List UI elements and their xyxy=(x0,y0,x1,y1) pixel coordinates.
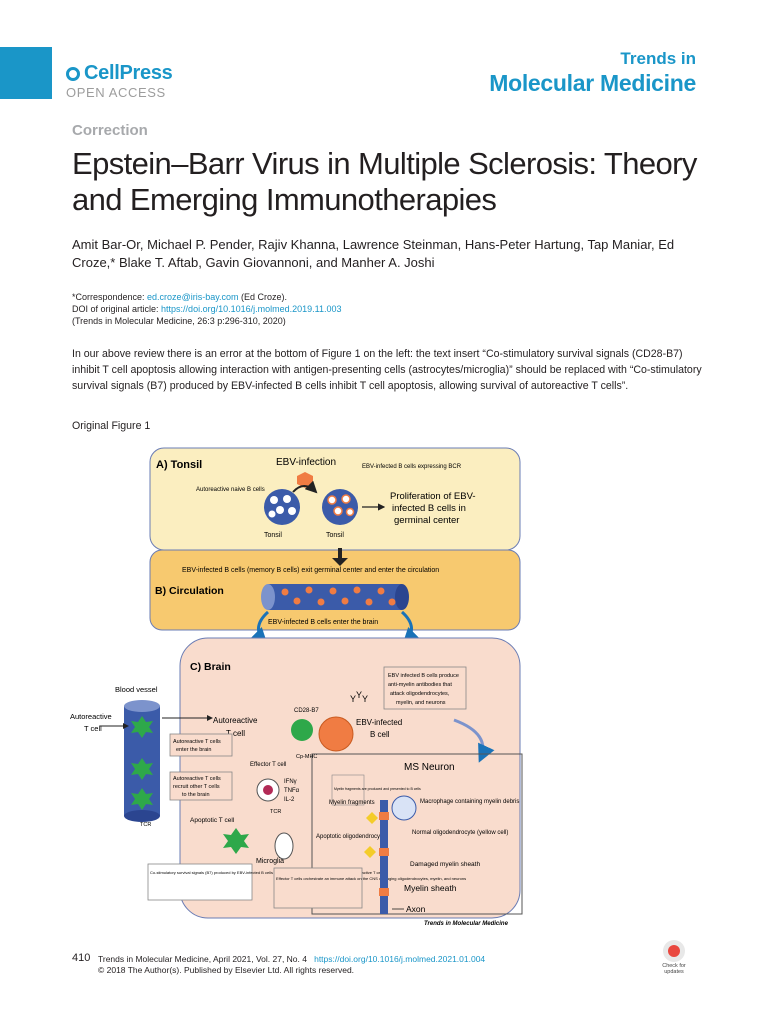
publisher-name: CellPress xyxy=(84,62,173,84)
copyright: © 2018 The Author(s). Published by Elsev… xyxy=(98,965,355,975)
journal-name-line2: Molecular Medicine xyxy=(489,70,696,96)
brand-tab xyxy=(0,47,52,99)
effector-attack-text: Effector T cells orchestrate an immune a… xyxy=(276,876,466,881)
apoptotic-t-cell-label: Apoptotic T cell xyxy=(190,817,235,824)
anti-myelin-line-1: EBV infected B cells produce xyxy=(388,673,459,679)
ebv-infected-b-cell xyxy=(318,716,354,752)
journal-name-line1: Trends in xyxy=(620,49,696,68)
myelin-fragment-box: Myelin fragments are produced and presen… xyxy=(334,787,421,791)
article-title: Epstein–Barr Virus in Multiple Sclerosis… xyxy=(72,146,697,217)
footer-citation: Trends in Molecular Medicine, April 2021… xyxy=(98,952,485,966)
recruit-label-3: to the brain xyxy=(182,792,210,798)
doi-label: DOI of original article: xyxy=(72,304,162,314)
recruit-label-1: Autoreactive T cells xyxy=(173,776,221,782)
exit-germinal-center-label: EBV-infected B cells (memory B cells) ex… xyxy=(182,567,439,574)
article-metadata: *Correspondence: ed.croze@iris-bay.com (… xyxy=(72,291,342,327)
open-access-label: OPEN ACCESS xyxy=(66,85,166,100)
ebv-bcr-label: EBV-infected B cells expressing BCR xyxy=(362,464,462,470)
enter-brain-label: EBV-infected B cells enter the brain xyxy=(268,619,378,626)
footer-journal: Trends in Molecular Medicine, April 2021… xyxy=(98,954,307,964)
cd28-b7-label: CD28-B7 xyxy=(294,708,319,714)
original-doi-link[interactable]: https://doi.org/10.1016/j.molmed.2019.11… xyxy=(161,304,342,314)
check-updates-bookmark-icon xyxy=(668,945,680,957)
naive-b-cells-label: Autoreactive naive B cells xyxy=(196,487,265,493)
author-list: Amit Bar-Or, Michael P. Pender, Rajiv Kh… xyxy=(72,237,675,270)
figure-credit: Trends in Molecular Medicine xyxy=(424,921,509,927)
figure-1: A) Tonsil EBV-infection EBV-infected B c… xyxy=(70,447,523,927)
apoptotic-oligo-label: Apoptotic oligodendrocytes xyxy=(316,834,388,840)
doi-line: DOI of original article: https://doi.org… xyxy=(72,303,342,315)
footer-doi-link[interactable]: https://doi.org/10.1016/j.molmed.2021.01… xyxy=(314,954,486,964)
correspondence-line: *Correspondence: ed.croze@iris-bay.com (… xyxy=(72,291,342,303)
recruit-label-2: recruit other T cells xyxy=(173,784,220,790)
anti-myelin-line-3: attack oligodendrocytes, xyxy=(390,691,450,697)
autoreactive-label-left: Autoreactive xyxy=(70,712,112,721)
damaged-myelin-label: Damaged myelin sheath xyxy=(410,861,480,868)
proliferation-label-2: infected B cells in xyxy=(392,503,466,514)
effector-attack-box xyxy=(273,867,363,909)
article-type: Correction xyxy=(72,122,148,139)
axon-label: Axon xyxy=(406,904,426,914)
macrophage-label: Macrophage containing myelin debris xyxy=(420,799,519,805)
tonsil-label-1: Tonsil xyxy=(264,532,282,539)
microglia-cell xyxy=(274,832,294,860)
figure-caption: Original Figure 1 xyxy=(72,420,151,432)
panel-b-label: B) Circulation xyxy=(155,585,224,597)
panel-c-label: C) Brain xyxy=(190,661,231,673)
citation-line: (Trends in Molecular Medicine, 26:3 p:29… xyxy=(72,316,286,326)
microglia-label: Microglia xyxy=(256,858,284,865)
cellpress-logo-icon xyxy=(66,67,80,81)
cp-mhc-label: Cp-MHC xyxy=(296,754,317,760)
myelin-sheath-label: Myelin sheath xyxy=(404,883,457,893)
tonsil-label-2: Tonsil xyxy=(326,532,344,539)
correspondence-name: (Ed Croze). xyxy=(238,292,288,302)
blood-vessel-label: Blood vessel xyxy=(115,685,158,694)
tcr-label: TCR xyxy=(270,809,281,815)
ifn-label: IFNγ xyxy=(284,779,297,785)
normal-oligo-label: Normal oligodendrocyte (yellow cell) xyxy=(412,830,508,836)
t-cell-label-left: T cell xyxy=(84,724,102,733)
ms-neuron-label: MS Neuron xyxy=(404,762,455,773)
ms-neuron-region xyxy=(311,753,523,915)
il2-label: IL-2 xyxy=(284,797,295,803)
correction-body: In our above review there is an error at… xyxy=(72,348,702,392)
tnf-label: TNFα xyxy=(284,788,300,794)
anti-myelin-line-2: anti-myelin antibodies that xyxy=(388,682,452,688)
ebv-infection-label: EBV-infection xyxy=(276,457,336,468)
macrophage xyxy=(391,795,417,821)
page-number: 410 xyxy=(72,952,91,964)
myelin-fragments-label: Myelin fragments xyxy=(329,800,375,806)
costim-text: Co-stimulatory survival signals (B7) pro… xyxy=(150,870,384,875)
panel-a-label: A) Tonsil xyxy=(156,459,202,471)
apoptotic-t-cell xyxy=(223,828,249,854)
correspondence-label: *Correspondence: xyxy=(72,292,148,302)
effector-t-cell-label: Effector T cell xyxy=(250,762,286,768)
svg-text:Y: Y xyxy=(356,690,362,700)
svg-text:Y: Y xyxy=(362,694,368,704)
proliferation-label-1: Proliferation of EBV- xyxy=(390,491,476,502)
tcr-label-vessel: TCR xyxy=(140,822,151,828)
correspondence-email-link[interactable]: ed.croze@iris-bay.com xyxy=(147,292,239,302)
anti-myelin-line-4: myelin, and neurons xyxy=(396,700,446,706)
b-cell-label: B cell xyxy=(370,730,390,739)
anti-myelin-box xyxy=(383,666,467,710)
svg-text:Y: Y xyxy=(350,694,356,704)
t-cell-label: T cell xyxy=(226,729,245,738)
costim-box xyxy=(147,863,253,901)
autoreactive-label: Autoreactive xyxy=(213,716,258,725)
auto-enter-label-2: enter the brain xyxy=(176,747,211,753)
cellpress-logo[interactable]: CellPress xyxy=(66,62,173,85)
auto-enter-label-1: Autoreactive T cells xyxy=(173,739,221,745)
proliferation-label-3: germinal center xyxy=(394,515,459,526)
ebv-infected-label: EBV-infected xyxy=(356,718,402,727)
axon-bar xyxy=(380,800,388,914)
